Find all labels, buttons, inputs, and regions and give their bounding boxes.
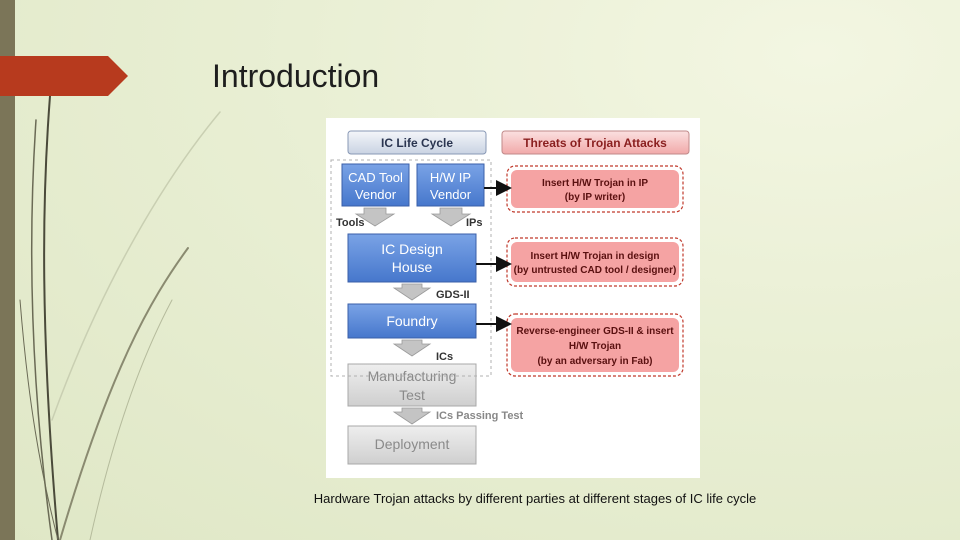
flow-arrows bbox=[354, 207, 472, 425]
threat-fab-line2: H/W Trojan bbox=[569, 341, 621, 352]
threat-box-fab: Reverse-engineer GDS-II & insert H/W Tro… bbox=[506, 313, 684, 377]
flow-label-ips: IPs bbox=[466, 217, 483, 229]
deployment-label: Deployment bbox=[375, 436, 450, 452]
threat-box-ip: Insert H/W Trojan in IP (by IP writer) bbox=[506, 165, 684, 213]
stage-foundry: Foundry bbox=[347, 303, 477, 339]
threat-design-line2: (by untrusted CAD tool / designer) bbox=[514, 265, 677, 276]
figure-caption: Hardware Trojan attacks by different par… bbox=[313, 491, 757, 506]
cad-vendor-line2: Vendor bbox=[355, 187, 397, 202]
header-ic-life-cycle: IC Life Cycle bbox=[347, 130, 487, 155]
left-sidebar-bar bbox=[0, 0, 15, 540]
threat-box-design: Insert H/W Trojan in design (by untruste… bbox=[506, 237, 684, 287]
header-threats: Threats of Trojan Attacks bbox=[501, 130, 690, 155]
cad-vendor-line1: CAD Tool bbox=[348, 170, 403, 185]
ic-life-cycle-figure: IC Life Cycle Threats of Trojan Attacks … bbox=[326, 118, 700, 478]
threat-design-line1: Insert H/W Trojan in design bbox=[531, 251, 660, 262]
flow-label-tools: Tools bbox=[336, 217, 365, 229]
ip-vendor-line2: Vendor bbox=[430, 187, 472, 202]
threat-arrows bbox=[476, 180, 512, 332]
header-right-label: Threats of Trojan Attacks bbox=[523, 136, 667, 150]
threat-ip-line1: Insert H/W Trojan in IP bbox=[542, 178, 648, 189]
foundry-label: Foundry bbox=[386, 313, 437, 329]
stage-hw-ip-vendor: H/W IP Vendor bbox=[416, 163, 485, 207]
trojan-threat-diagram: IC Life Cycle Threats of Trojan Attacks … bbox=[330, 130, 690, 465]
ic-cycle-dashed-frame bbox=[330, 159, 492, 377]
mfg-test-line1: Manufacturing bbox=[368, 368, 457, 384]
design-house-line2: House bbox=[392, 259, 433, 275]
threat-ip-line2: (by IP writer) bbox=[565, 192, 625, 203]
mfg-test-line2: Test bbox=[399, 387, 425, 403]
threat-fab-line3: (by an adversary in Fab) bbox=[537, 356, 652, 367]
slide-title: Introduction bbox=[212, 58, 380, 94]
design-house-line1: IC Design bbox=[381, 241, 442, 257]
flow-label-gds: GDS-II bbox=[436, 289, 470, 301]
stage-ic-design-house: IC Design House bbox=[347, 233, 477, 283]
ip-vendor-line1: H/W IP bbox=[430, 170, 471, 185]
stage-deployment: Deployment bbox=[347, 425, 477, 465]
header-left-label: IC Life Cycle bbox=[381, 136, 453, 150]
flow-label-ics-passing: ICs Passing Test bbox=[436, 410, 524, 422]
stage-cad-tool-vendor: CAD Tool Vendor bbox=[341, 163, 410, 207]
stage-manufacturing-test: Manufacturing Test bbox=[347, 363, 477, 407]
threat-fab-line1: Reverse-engineer GDS-II & insert bbox=[516, 326, 674, 337]
title-accent-arrow bbox=[0, 56, 128, 96]
flow-label-ics: ICs bbox=[436, 351, 453, 363]
